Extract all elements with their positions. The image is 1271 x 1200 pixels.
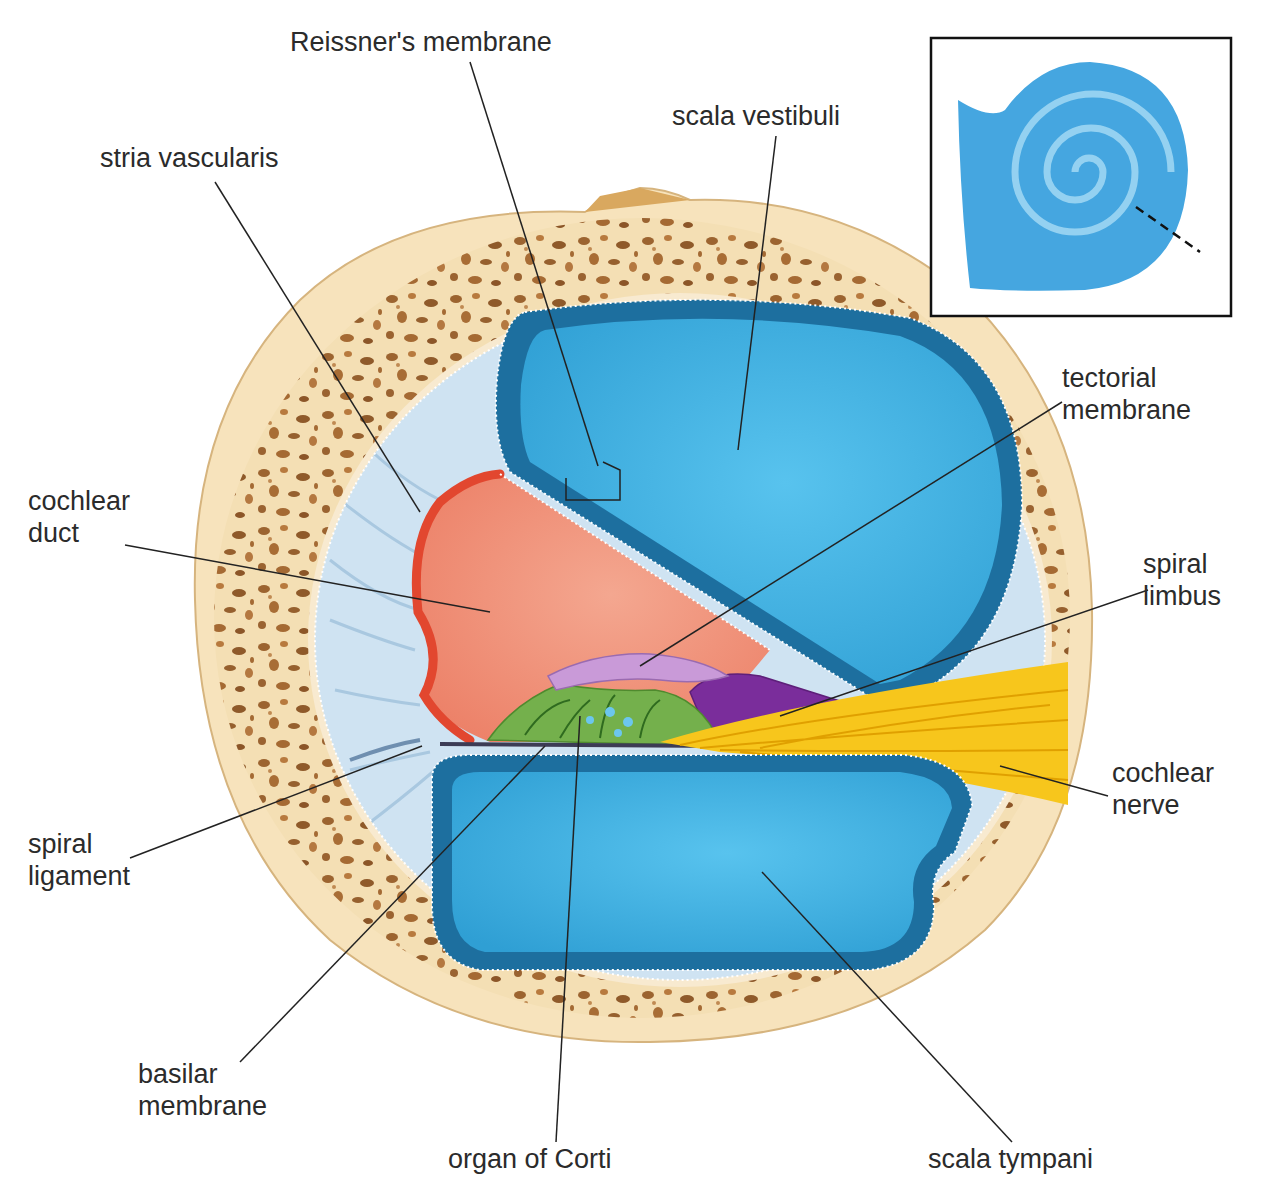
stria-vascularis xyxy=(416,474,500,740)
leader-line xyxy=(762,872,1012,1142)
part-label: organ of Corti xyxy=(448,1143,612,1175)
part-label: stria vascularis xyxy=(100,142,279,174)
part-label: basilar membrane xyxy=(138,1058,308,1123)
scala-tympani-fluid xyxy=(452,772,952,952)
tectorial-membrane-shape xyxy=(548,654,728,690)
leader-line xyxy=(470,62,598,466)
leader-line xyxy=(556,716,580,1142)
tunnel-fluid xyxy=(614,729,622,737)
leader-line xyxy=(130,746,422,858)
part-label: scala vestibuli xyxy=(672,100,840,132)
inset-spiral xyxy=(1015,94,1171,232)
section-line xyxy=(1136,207,1200,252)
scala-tympani-chamber xyxy=(432,755,972,970)
tunnel-fluid xyxy=(586,716,594,724)
bone-ridge xyxy=(585,188,690,212)
cavity-border xyxy=(315,300,1045,980)
part-label: tectorial membrane xyxy=(1062,362,1232,427)
leader-line xyxy=(738,136,776,450)
bony-labyrinth xyxy=(214,218,1070,1018)
part-label: spiral ligament xyxy=(28,828,168,893)
tunnel-fluid xyxy=(605,707,615,717)
part-label: spiral limbus xyxy=(1143,548,1263,613)
membrane-bracket xyxy=(566,462,620,500)
part-label: Reissner's membrane xyxy=(290,26,552,58)
part-label: cochlear duct xyxy=(28,485,168,550)
leader-line xyxy=(215,182,420,512)
tunnel-fluid xyxy=(623,717,633,727)
leader-line xyxy=(780,590,1148,716)
leader-line xyxy=(1000,766,1108,796)
part-label: scala tympani xyxy=(928,1143,1093,1175)
ligament-fibres xyxy=(330,440,440,830)
leader-line xyxy=(640,402,1062,666)
leader-line xyxy=(125,545,490,612)
inset-frame xyxy=(931,38,1231,316)
cavity-lining xyxy=(308,293,1052,987)
reissner-membrane-line xyxy=(500,474,770,650)
ligament-fibre xyxy=(330,440,440,830)
cavity xyxy=(315,300,1045,980)
part-label: cochlear nerve xyxy=(1112,757,1242,822)
inset-cochlea xyxy=(958,62,1188,291)
leader-line xyxy=(240,746,545,1062)
hair-cell xyxy=(525,695,660,738)
